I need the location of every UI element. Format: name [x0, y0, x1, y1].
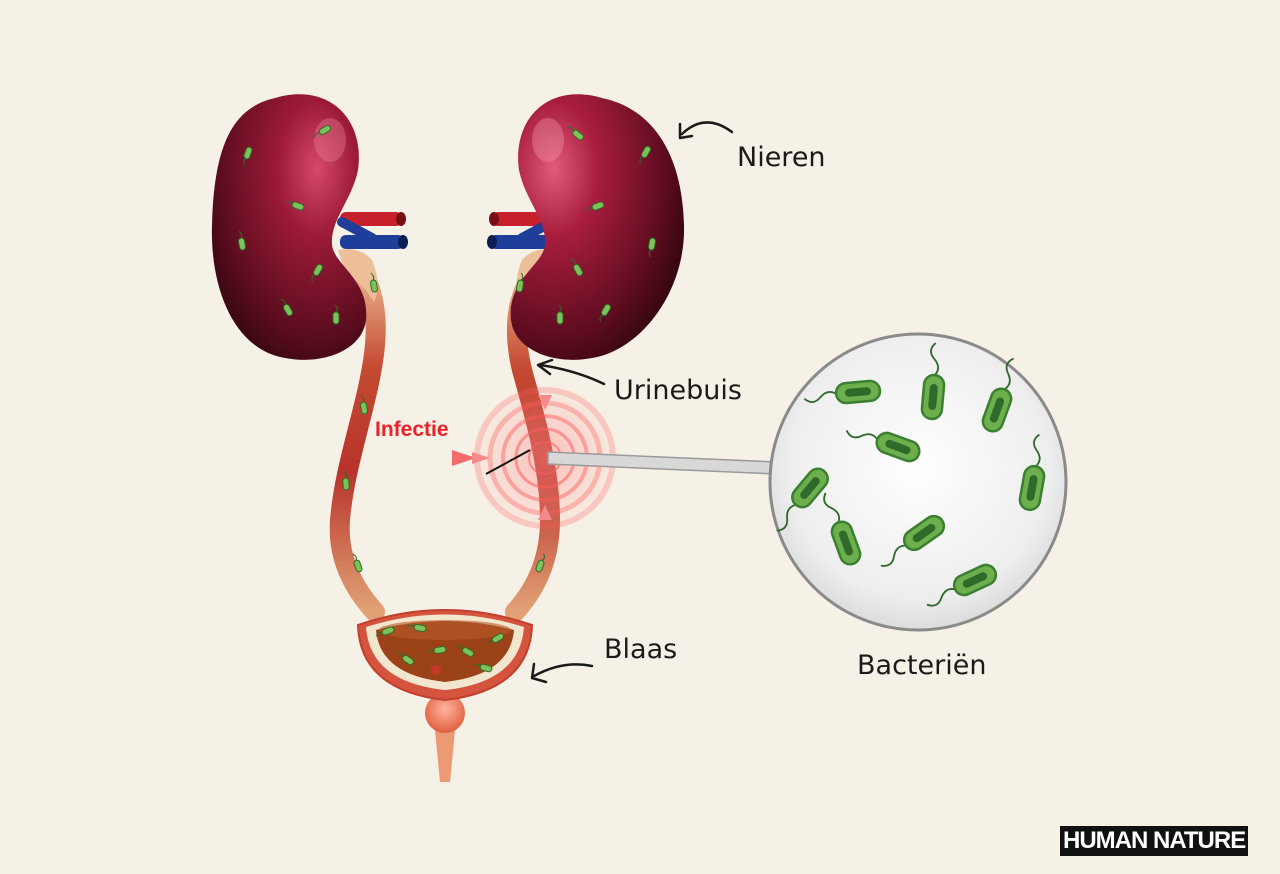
pointer-arrows: [530, 121, 734, 684]
left-kidney: [211, 94, 367, 360]
infection-label: Infectie: [375, 418, 449, 441]
ureter-label: Urinebuis: [614, 375, 742, 406]
bacteria-label: Bacteriën: [857, 650, 987, 681]
kidneys-label: Nieren: [737, 142, 826, 173]
brand-logo: HUMAN NATURE: [1060, 826, 1249, 856]
right-kidney: [510, 94, 685, 360]
bladder-label: Blaas: [604, 634, 678, 665]
bladder-illustration: [356, 609, 534, 782]
left-ureter: [329, 252, 386, 622]
